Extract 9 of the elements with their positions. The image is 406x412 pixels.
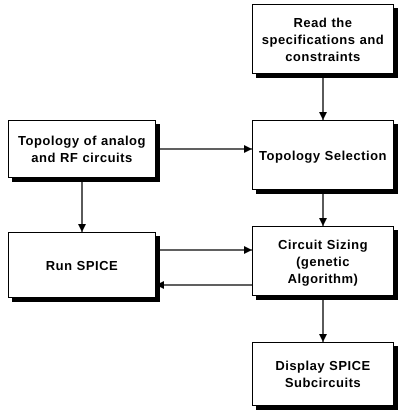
arrow xyxy=(319,194,327,226)
box-label: Display SPICE Subcircuits xyxy=(274,357,372,391)
box-label: Circuit Sizing (genetic Algorithm) xyxy=(276,236,370,286)
box-label: Read the specifications and constraints xyxy=(260,14,386,64)
box-label: Run SPICE xyxy=(46,256,118,274)
arrow xyxy=(319,300,327,342)
arrow xyxy=(78,182,86,232)
box-label: Topology of analog and RF circuits xyxy=(17,132,147,166)
box-label: Topology Selection xyxy=(259,146,387,164)
